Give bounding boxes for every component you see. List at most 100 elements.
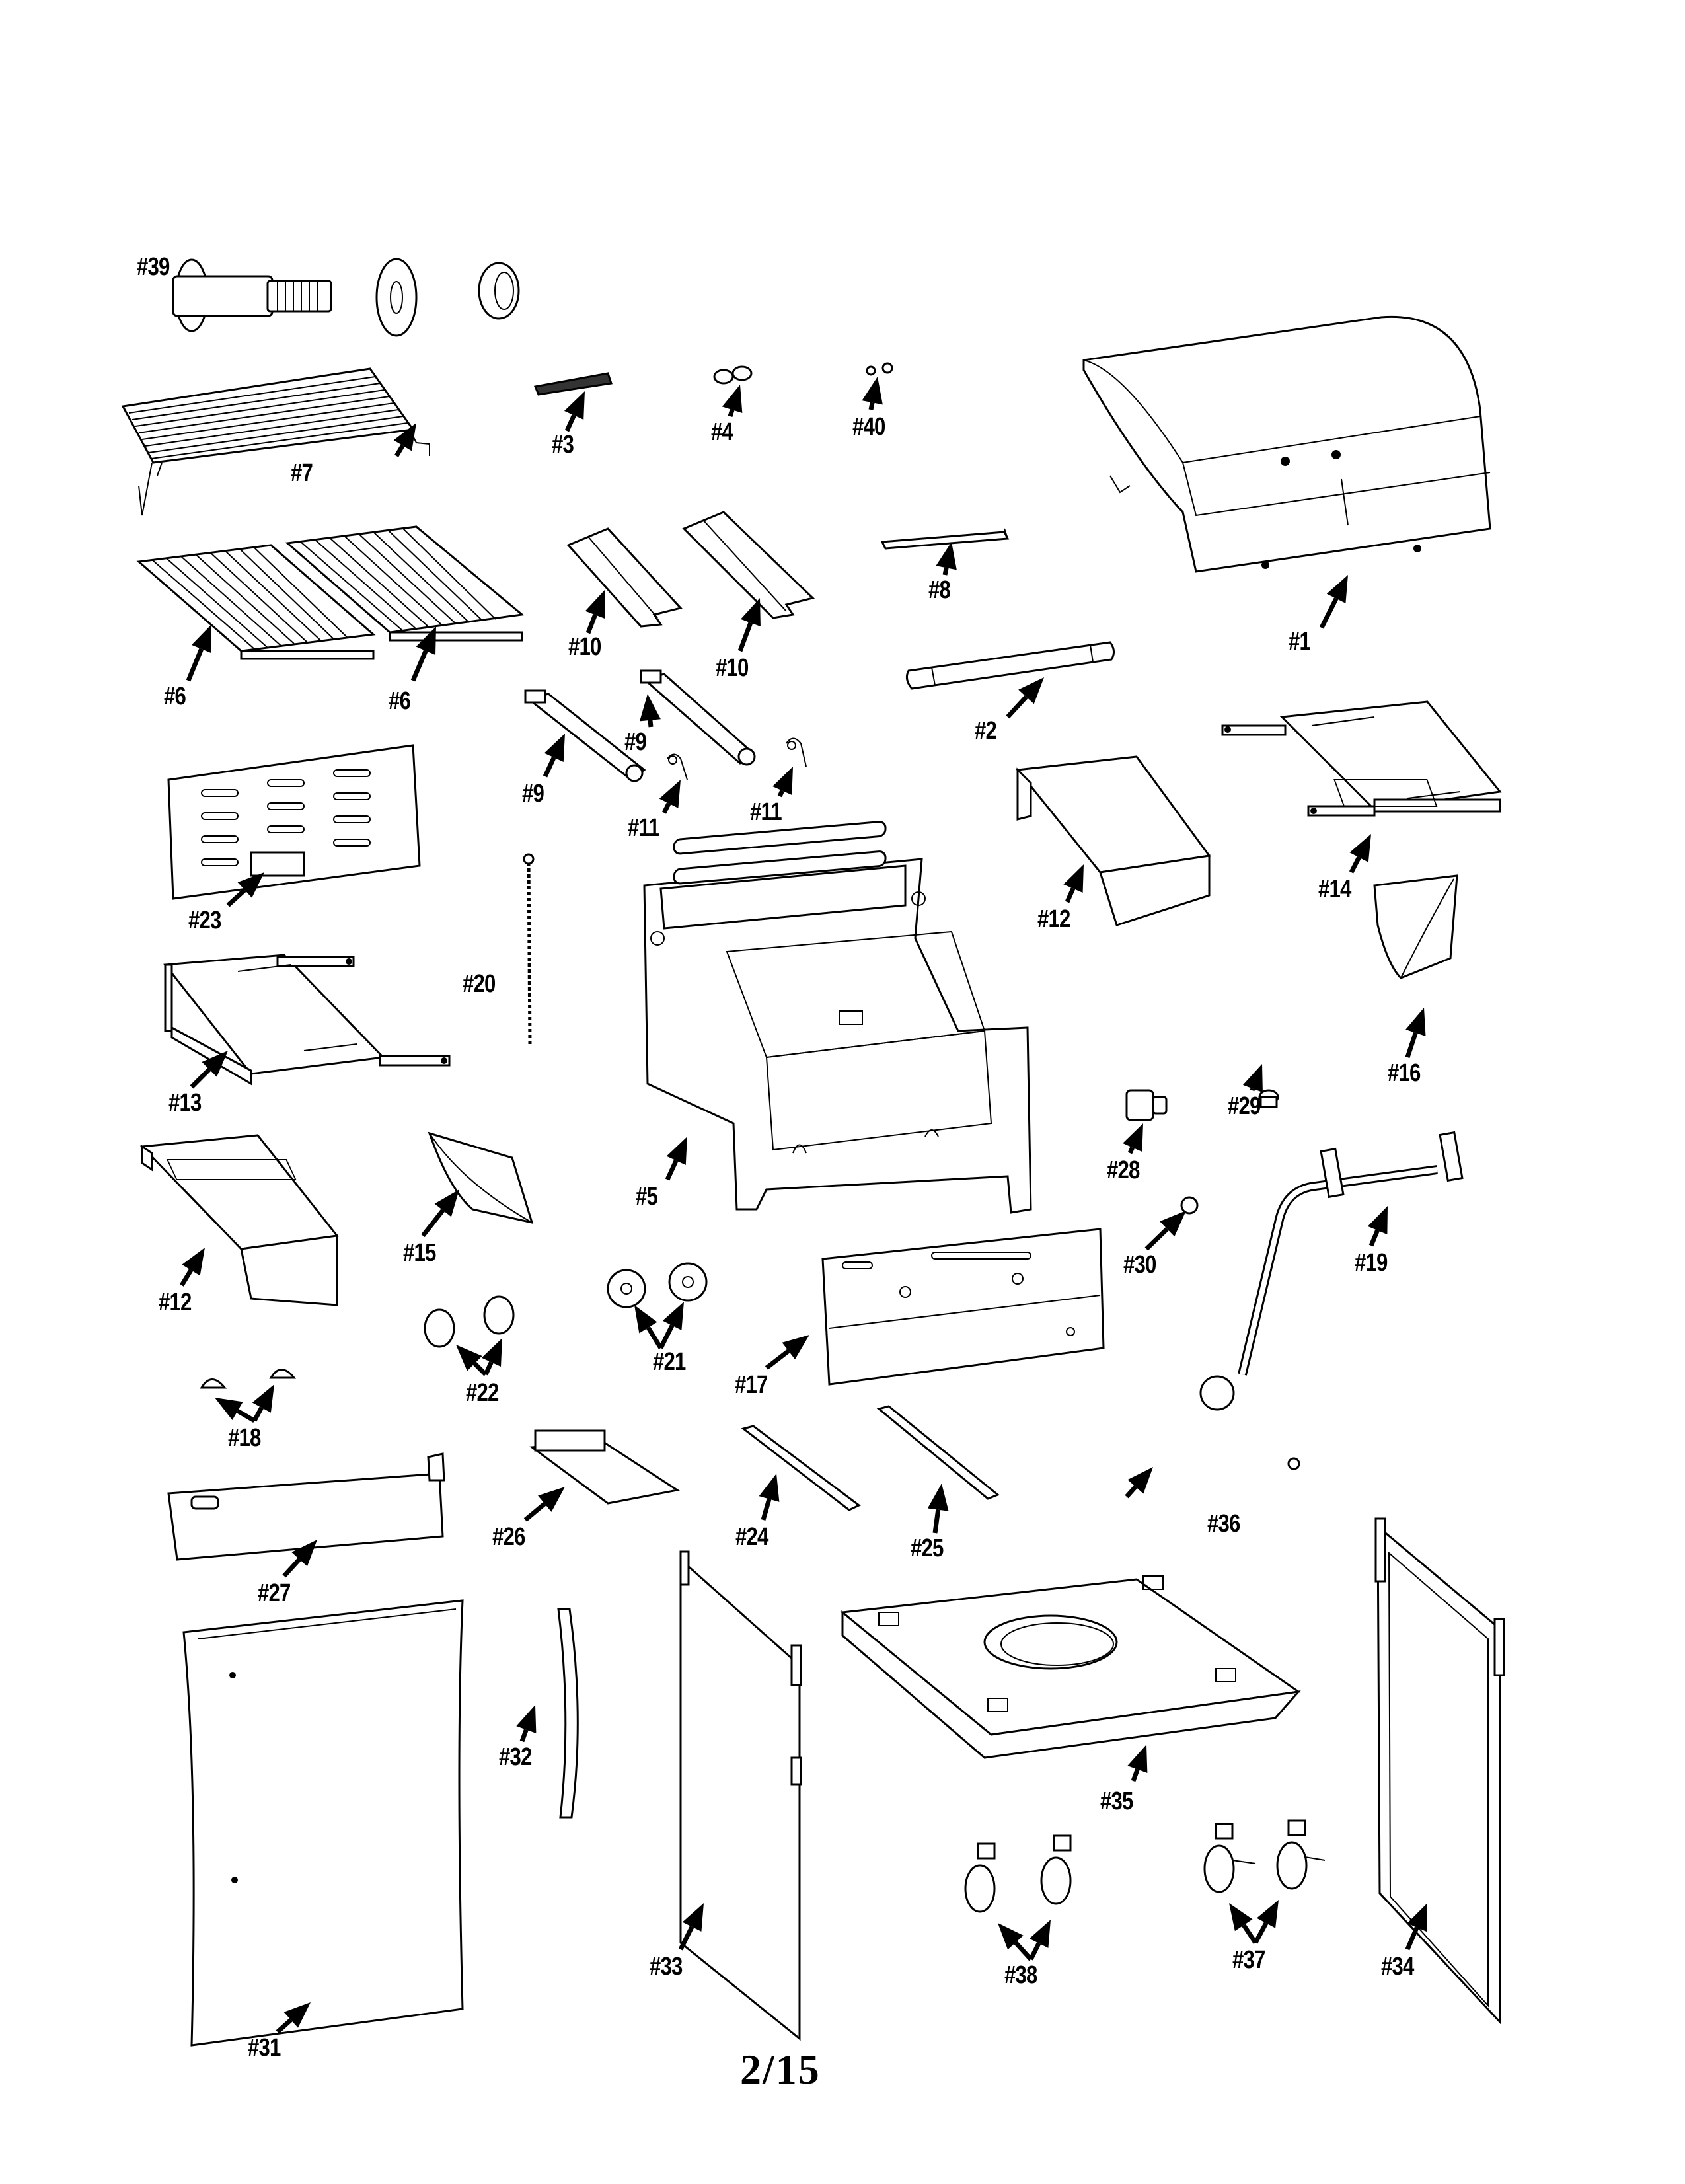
arrow-head-34 — [1407, 1903, 1427, 1932]
arrow-head-3 — [564, 391, 585, 420]
label-6-left: #6 — [164, 683, 186, 710]
label-26: #26 — [492, 1523, 525, 1551]
part-38-casters — [964, 1834, 1072, 1913]
arrow-head-25 — [927, 1484, 949, 1511]
part-24-brace — [741, 1425, 861, 1511]
arrow-head-32 — [516, 1705, 537, 1734]
arrow-head-23 — [237, 872, 264, 898]
label-28: #28 — [1107, 1156, 1140, 1184]
page-number: 2/15 — [740, 2046, 821, 2093]
label-27: #27 — [258, 1579, 291, 1607]
arrow-shaft-40 — [868, 402, 875, 410]
part-22-knobs — [424, 1295, 515, 1348]
arrow-shaft-10b — [737, 622, 753, 652]
part-1-lid — [1082, 315, 1491, 573]
arrow-head-11a — [659, 780, 681, 808]
arrow-shaft-7 — [394, 444, 405, 457]
arrow-shaft-12r — [1065, 887, 1076, 903]
label-22: #22 — [466, 1379, 499, 1407]
part-2-handle — [905, 641, 1115, 690]
label-31: #31 — [248, 2034, 281, 2062]
part-4-bumpers — [713, 365, 753, 385]
part-3-nameplate — [533, 372, 613, 396]
arrow-head-40 — [862, 377, 883, 405]
arrow-shaft-34 — [1405, 1926, 1419, 1951]
part-8-bracket — [880, 528, 1010, 550]
arrow-shaft-38b — [1028, 1942, 1041, 1961]
arrow-head-29 — [1242, 1064, 1263, 1093]
part-30-grommet — [1180, 1196, 1199, 1215]
arrow-shaft-37b — [1253, 1922, 1269, 1944]
arrow-shaft-21a — [646, 1326, 663, 1349]
part-27-back-bracket — [167, 1452, 445, 1561]
arrow-head-12l — [182, 1248, 205, 1276]
part-11-electrode-right — [786, 737, 807, 767]
label-2: #2 — [975, 717, 997, 745]
arrow-head-9a — [544, 734, 565, 763]
label-9-left: #9 — [522, 780, 544, 808]
arrow-head-11b — [772, 767, 793, 796]
arrow-head-30 — [1160, 1211, 1186, 1237]
arrow-shaft-18a — [236, 1409, 256, 1423]
label-20: #20 — [463, 970, 496, 998]
arrow-shaft-36 — [1125, 1485, 1138, 1499]
label-18: #18 — [228, 1424, 261, 1452]
arrow-shaft-2 — [1006, 695, 1028, 719]
arrow-shaft-30 — [1144, 1227, 1169, 1251]
part-5-firebox — [643, 821, 1032, 1214]
arrow-shaft-21b — [658, 1324, 675, 1349]
arrow-head-36 — [1127, 1467, 1153, 1494]
arrow-head-28 — [1123, 1123, 1143, 1152]
arrow-head-27 — [291, 1540, 317, 1567]
part-23-rear-panel — [167, 744, 421, 900]
label-13: #13 — [168, 1089, 202, 1117]
label-29: #29 — [1228, 1092, 1261, 1120]
part-17-control-panel — [821, 1228, 1105, 1386]
label-3: #3 — [552, 431, 574, 459]
arrow-shaft-19 — [1368, 1229, 1380, 1247]
part-31-door — [182, 1599, 464, 2047]
label-37: #37 — [1232, 1946, 1265, 1974]
part-26-grease-tray — [529, 1429, 680, 1505]
label-24: #24 — [735, 1523, 768, 1551]
part-35-bottom-shelf — [840, 1575, 1302, 1759]
arrow-head-14 — [1349, 834, 1371, 862]
arrow-head-24 — [759, 1474, 780, 1502]
arrow-shaft-33 — [678, 1926, 694, 1951]
arrow-shaft-5 — [665, 1159, 679, 1181]
arrow-shaft-37a — [1242, 1924, 1257, 1944]
part-11-electrode-left — [667, 753, 688, 780]
arrow-head-17 — [782, 1335, 809, 1360]
part-18-screws — [200, 1369, 297, 1389]
label-38: #38 — [1004, 1961, 1037, 1989]
arrow-head-33 — [682, 1903, 704, 1932]
label-23: #23 — [188, 907, 221, 934]
arrow-shaft-10a — [585, 614, 597, 634]
arrow-head-21a — [634, 1305, 657, 1334]
label-12-left: #12 — [159, 1289, 192, 1316]
label-11-right: #11 — [750, 798, 782, 826]
label-11-left: #11 — [628, 814, 660, 842]
arrow-head-10a — [585, 590, 605, 619]
arrow-shaft-11b — [777, 790, 784, 798]
arrow-shaft-22b — [483, 1361, 494, 1376]
arrow-shaft-6b — [410, 650, 428, 682]
label-4: #4 — [711, 418, 733, 446]
arrow-head-22b — [481, 1338, 502, 1367]
arrow-head-10b — [740, 598, 761, 627]
arrow-shaft-9b — [648, 720, 654, 728]
part-9-burner-left — [524, 689, 646, 782]
arrow-shaft-14 — [1349, 856, 1361, 874]
part-9-burner-right — [640, 669, 756, 766]
arrow-shaft-8 — [942, 567, 949, 576]
arrow-shaft-17 — [765, 1349, 790, 1370]
label-5: #5 — [636, 1183, 658, 1211]
label-7: #7 — [291, 459, 313, 487]
part-10-heat-tent-right — [682, 511, 815, 619]
part-25-brace — [876, 1405, 1000, 1500]
arrow-head-7 — [393, 423, 416, 451]
part-29-igniter-button — [1258, 1089, 1279, 1108]
part-16-end-cap — [1373, 874, 1458, 979]
